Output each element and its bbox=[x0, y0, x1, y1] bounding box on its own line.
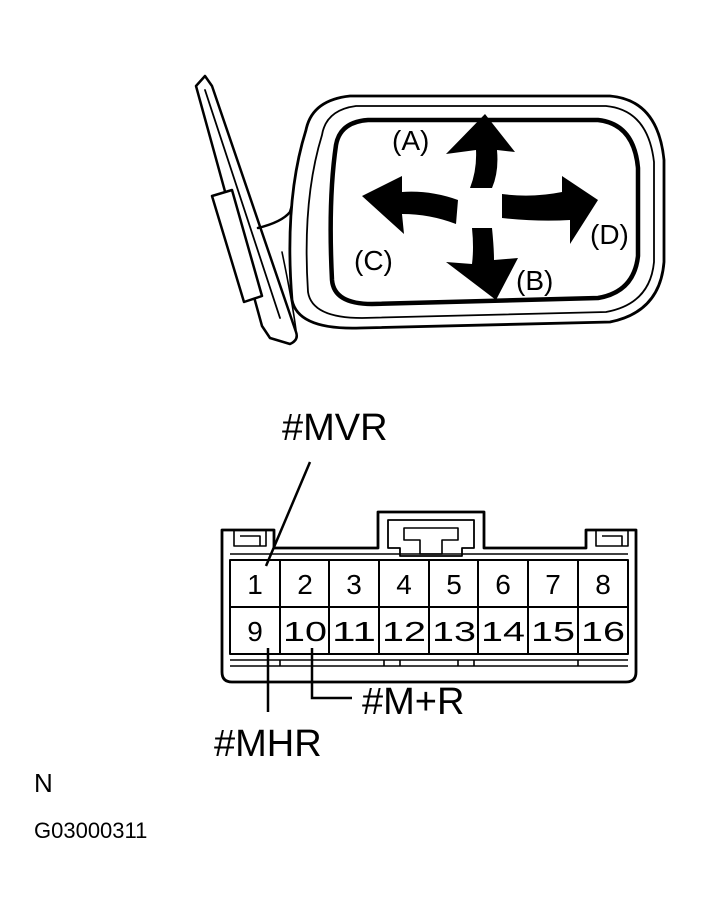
figure-id: G03000311 bbox=[34, 818, 147, 843]
direction-label-d: (D) bbox=[590, 219, 629, 250]
mvr-leader-line bbox=[264, 461, 312, 567]
outside-mirror bbox=[194, 74, 666, 346]
mvr-label: #MVR bbox=[282, 407, 388, 449]
connector-left-lock-tab bbox=[233, 530, 267, 547]
terminal-7: 7 bbox=[545, 569, 561, 600]
terminal-column-dividers bbox=[279, 560, 579, 654]
arrow-left-icon bbox=[362, 176, 458, 234]
terminal-15: 15 bbox=[531, 616, 575, 647]
terminal-11: 11 bbox=[332, 616, 376, 647]
terminal-5: 5 bbox=[446, 569, 462, 600]
adjustment-arrows bbox=[362, 114, 598, 300]
callout-leaders bbox=[264, 461, 352, 712]
mirror-mount-inner-line bbox=[204, 89, 281, 319]
terminal-numbers: 1 2 3 4 5 6 7 8 9 10 11 12 13 14 15 16 bbox=[247, 569, 625, 647]
arrow-up-icon bbox=[446, 114, 515, 188]
direction-label-c: (C) bbox=[354, 245, 393, 276]
direction-label-a: (A) bbox=[392, 125, 429, 156]
terminal-13: 13 bbox=[432, 616, 476, 647]
terminal-8: 8 bbox=[595, 569, 611, 600]
connector-right-lock-tab bbox=[595, 530, 629, 547]
terminal-14: 14 bbox=[481, 616, 525, 647]
mirror-mount-bracket bbox=[194, 74, 298, 346]
connector-bottom-rail bbox=[230, 659, 628, 667]
connector-latch bbox=[387, 519, 475, 557]
terminal-12: 12 bbox=[382, 616, 426, 647]
terminal-6: 6 bbox=[495, 569, 511, 600]
arrow-right-icon bbox=[502, 176, 598, 244]
mplusr-label: #M+R bbox=[362, 681, 464, 723]
callout-labels: #MVR #M+R #MHR bbox=[214, 407, 464, 765]
connector bbox=[220, 510, 638, 684]
mirror-housing-rim bbox=[305, 105, 655, 319]
mirror-housing-outer bbox=[288, 94, 666, 330]
terminal-10: 10 bbox=[283, 616, 327, 647]
terminal-16: 16 bbox=[581, 616, 625, 647]
mplusr-leader-line bbox=[310, 648, 352, 700]
terminal-1: 1 bbox=[247, 569, 263, 600]
terminal-9: 9 bbox=[247, 616, 263, 647]
direction-label-b: (B) bbox=[516, 265, 553, 296]
direction-labels: (A) (B) (C) (D) bbox=[354, 125, 629, 296]
terminal-2: 2 bbox=[297, 569, 313, 600]
mhr-label: #MHR bbox=[214, 723, 322, 765]
terminal-3: 3 bbox=[346, 569, 362, 600]
mirror-mount-tab bbox=[210, 188, 264, 304]
arrow-down-icon bbox=[446, 228, 518, 300]
orientation-note: N bbox=[34, 768, 53, 798]
terminal-4: 4 bbox=[396, 569, 412, 600]
mirror-glass bbox=[328, 117, 641, 307]
